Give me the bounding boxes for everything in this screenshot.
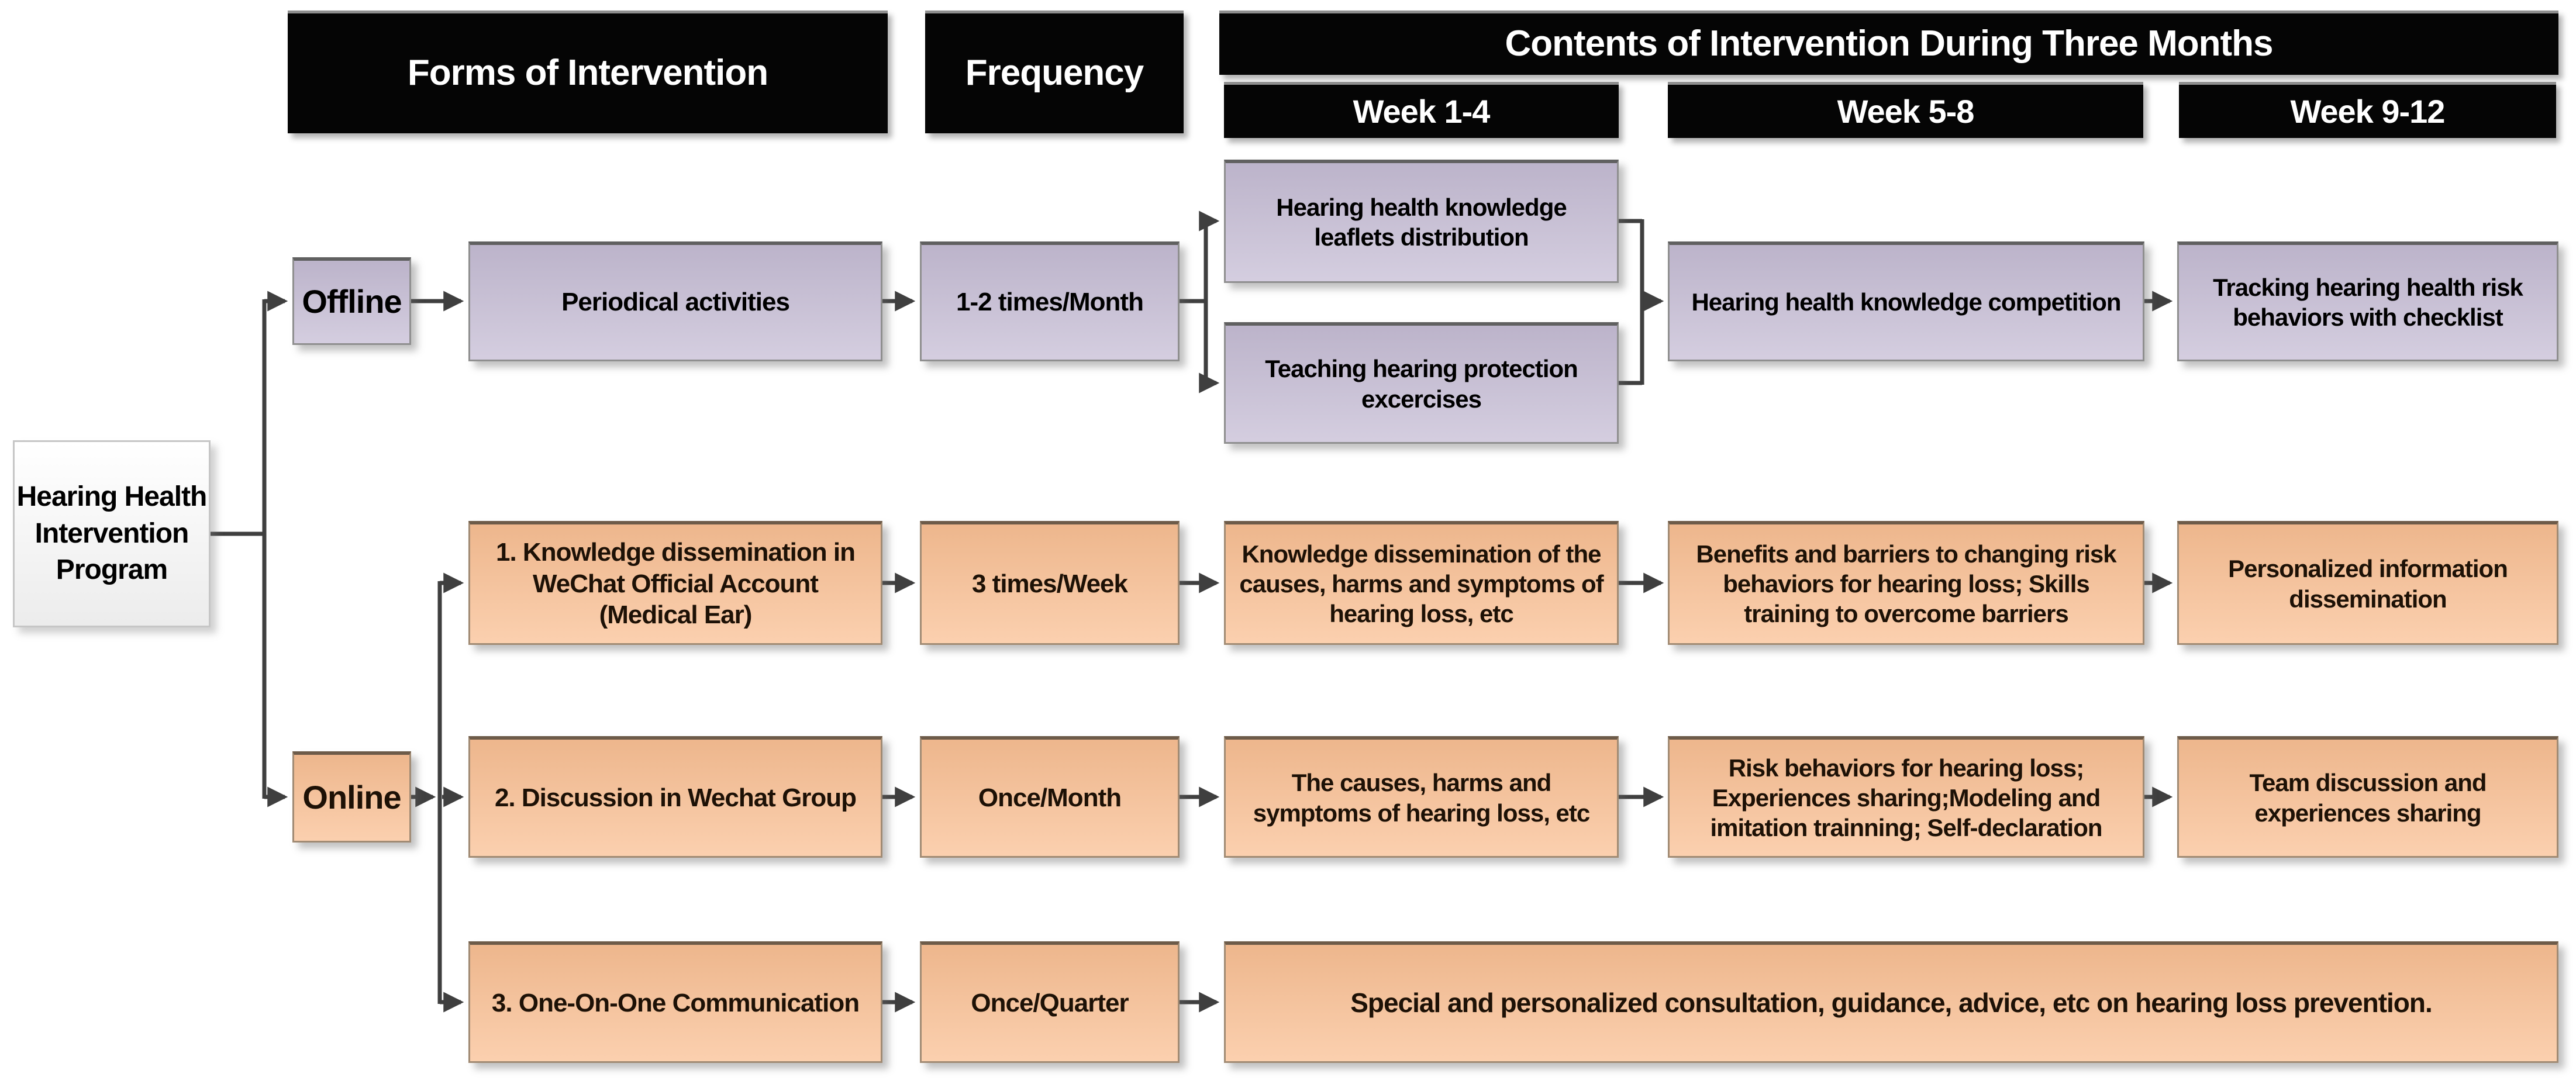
header-week-9-12: Week 9-12 — [2179, 82, 2556, 138]
offline-frequency-node: 1-2 times/Month — [920, 241, 1180, 361]
online-branch-node: Online — [292, 751, 411, 843]
header-frequency: Frequency — [925, 11, 1184, 133]
offline-week1-4-leaflets-node: Hearing health knowledge leaflets distri… — [1224, 160, 1619, 283]
root-node-hearing-health-intervention-program: Hearing Health Intervention Program — [13, 440, 211, 627]
header-contents-of-intervention: Contents of Intervention During Three Mo… — [1219, 11, 2558, 75]
online-row1-form-node: 1. Knowledge dissemination in WeChat Off… — [468, 521, 882, 645]
header-week-1-4: Week 1-4 — [1224, 82, 1619, 138]
online-row2-week9-12-node: Team discussion and experiences sharing — [2177, 736, 2558, 858]
online-row3-form-node: 3. One-On-One Communication — [468, 941, 882, 1063]
offline-week1-4-exercises-node: Teaching hearing protection excercises — [1224, 322, 1619, 444]
online-row2-form-node: 2. Discussion in Wechat Group — [468, 736, 882, 858]
online-row3-frequency-node: Once/Quarter — [920, 941, 1180, 1063]
online-row2-frequency-node: Once/Month — [920, 736, 1180, 858]
offline-week9-12-tracking-node: Tracking hearing health risk behaviors w… — [2177, 241, 2558, 361]
online-row1-frequency-node: 3 times/Week — [920, 521, 1180, 645]
header-week-5-8: Week 5-8 — [1668, 82, 2143, 138]
online-row1-week5-8-node: Benefits and barriers to changing risk b… — [1668, 521, 2144, 645]
online-row3-week1-12-node: Special and personalized consultation, g… — [1224, 941, 2558, 1063]
online-row2-week1-4-node: The causes, harms and symptoms of hearin… — [1224, 736, 1619, 858]
header-forms-of-intervention: Forms of Intervention — [288, 11, 888, 133]
offline-form-node: Periodical activities — [468, 241, 882, 361]
offline-branch-node: Offline — [292, 257, 411, 345]
online-row1-week1-4-node: Knowledge dissemination of the causes, h… — [1224, 521, 1619, 645]
offline-week5-8-competition-node: Hearing health knowledge competition — [1668, 241, 2144, 361]
online-row2-week5-8-node: Risk behaviors for hearing loss; Experie… — [1668, 736, 2144, 858]
online-row1-week9-12-node: Personalized information dissemination — [2177, 521, 2558, 645]
